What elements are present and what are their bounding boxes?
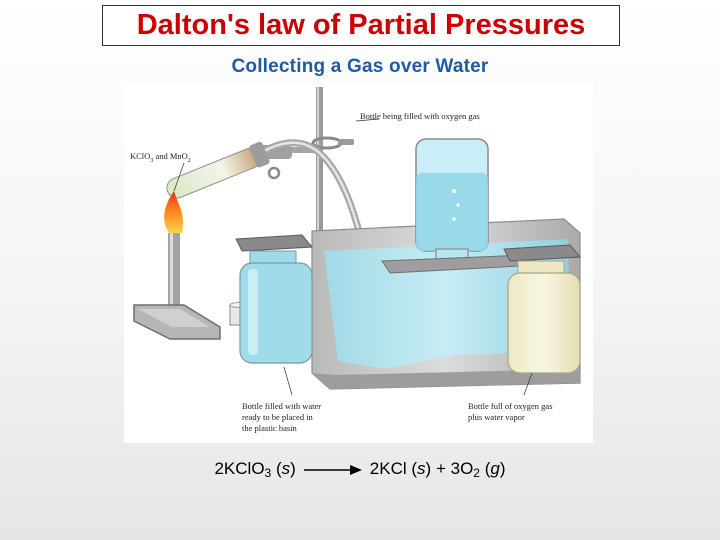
label-bottle-o2-line2: plus water vapor bbox=[468, 412, 525, 422]
equation-products: 2KCl (s) + 3O2 (g) bbox=[369, 459, 506, 480]
label-bottle-water-line1: Bottle filled with water bbox=[242, 401, 321, 411]
page-title: Dalton's law of Partial Pressures bbox=[136, 9, 586, 41]
label-reactants: KClO3 and MnO2 bbox=[130, 151, 191, 164]
label-bottle-water-line3: the plastic basin bbox=[242, 423, 298, 433]
bottle-full-of-oxygen bbox=[503, 244, 582, 374]
apparatus-illustration: KClO3 and MnO2 Bottle being filled with … bbox=[124, 83, 593, 443]
equation-reactant: 2KClO3 (s) bbox=[214, 459, 296, 480]
bottle-filled-with-water bbox=[235, 234, 314, 364]
label-bottle-o2-line1: Bottle full of oxygen gas bbox=[468, 401, 553, 411]
test-tube bbox=[166, 141, 270, 199]
title-box: Dalton's law of Partial Pressures bbox=[102, 5, 620, 46]
label-bottle-being-filled: Bottle being filled with oxygen gas bbox=[360, 111, 480, 121]
bunsen-burner bbox=[133, 233, 221, 340]
page-subtitle: Collecting a Gas over Water bbox=[231, 56, 489, 77]
reaction-arrow-icon bbox=[303, 464, 362, 475]
chemical-equation: 2KClO3 (s) 2KCl (s) + 3O2 (g) bbox=[0, 459, 720, 480]
flame bbox=[164, 191, 184, 233]
label-bottle-water-line2: ready to be placed in bbox=[242, 412, 314, 422]
bottle-being-filled bbox=[415, 138, 489, 268]
